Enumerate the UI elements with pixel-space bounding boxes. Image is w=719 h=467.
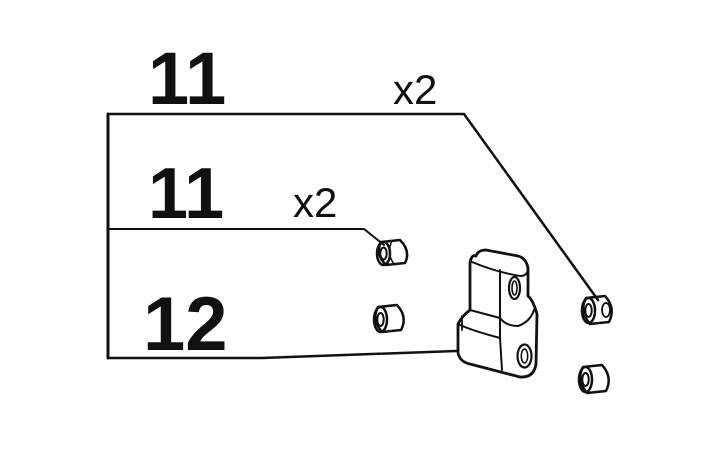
part-number-middle: 11 (148, 154, 224, 234)
quantity-top: x2 (393, 66, 437, 113)
part-number-top: 11 (148, 37, 226, 120)
bushing-right-upper (580, 294, 613, 326)
leader-line-bottom (106, 349, 458, 360)
quantity-middle: x2 (293, 179, 337, 226)
bushing-middle-lower (372, 303, 405, 334)
mounting-bracket-part (456, 248, 539, 379)
leader-line-middle (107, 228, 385, 246)
bushing-middle-upper (375, 238, 409, 267)
part-number-bottom: 12 (143, 282, 228, 367)
bushing-right-lower (577, 363, 610, 395)
leader-line-top (106, 112, 600, 302)
